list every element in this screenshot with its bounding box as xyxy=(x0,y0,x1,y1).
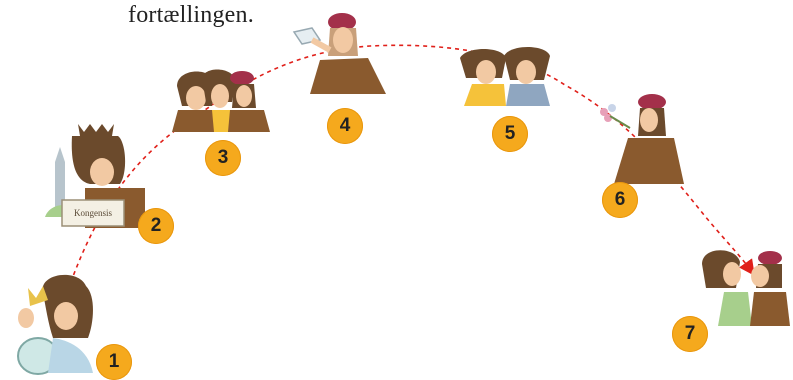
step-badge-4: 4 xyxy=(327,108,363,144)
figure-2-princess-sign: Kongensis xyxy=(45,124,145,228)
sign-board xyxy=(61,199,125,227)
figure-4-man-cap xyxy=(292,13,386,94)
step-badge-5: 5 xyxy=(492,116,528,152)
step-badge-7: 7 xyxy=(672,316,708,352)
sign-text: Kongensis xyxy=(74,208,112,218)
figure-6-man-flowers xyxy=(600,94,684,184)
step-badge-1: 1 xyxy=(96,344,132,380)
step-badge-3: 3 xyxy=(205,140,241,176)
figure-7-couple xyxy=(702,250,790,326)
caption-text: fortællingen. xyxy=(128,2,254,28)
figure-1-princess-mirror xyxy=(17,274,93,375)
step-badge-2: 2 xyxy=(138,208,174,244)
figure-5-two-men xyxy=(460,47,550,106)
step-badge-6: 6 xyxy=(602,182,638,218)
figure-3-three-people xyxy=(172,69,270,132)
dashed-path xyxy=(67,44,755,291)
